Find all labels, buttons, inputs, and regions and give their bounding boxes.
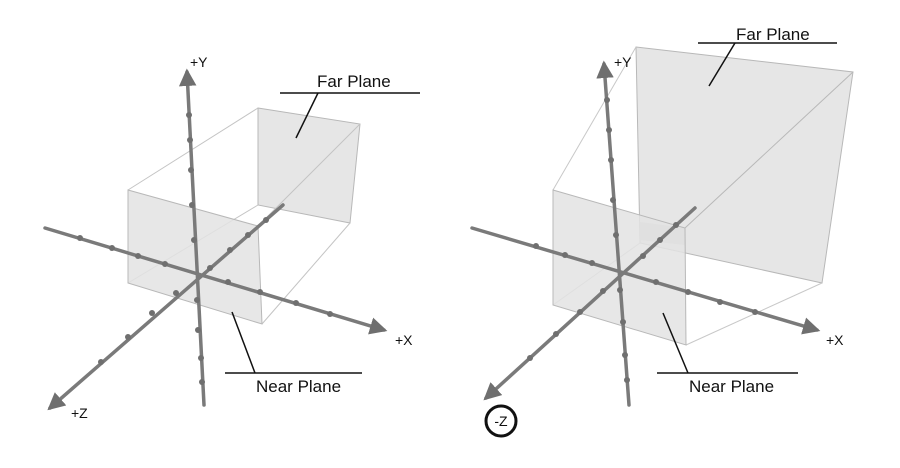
circle-icon [484, 404, 518, 438]
ortho-axis-ticks [77, 112, 333, 385]
ortho-z-axis-label: +Z [71, 405, 88, 421]
ortho-near-leader [231, 311, 256, 374]
persp-z-axis-label: -Z [494, 413, 508, 429]
persp-edge-top-left [552, 46, 637, 191]
ortho-y-axis-label: +Y [190, 54, 208, 70]
persp-y-axis-label: +Y [614, 54, 632, 70]
persp-z-axis-highlight: -Z [484, 404, 518, 438]
persp-x-axis [470, 226, 821, 335]
ortho-far-leader [295, 92, 319, 139]
persp-near-leader [662, 312, 689, 374]
ortho-far-plane [257, 107, 361, 224]
ortho-far-plane-label: Far Plane [317, 72, 391, 91]
persp-axis-ticks [527, 97, 758, 383]
ortho-near-plane-label: Near Plane [256, 377, 341, 396]
persp-near-plane-label: Near Plane [689, 377, 774, 396]
perspective-panel: Far Plane Near Plane +Y +X -Z [470, 25, 854, 438]
orthographic-panel: Far Plane Near Plane +Y +X +Z [43, 54, 420, 421]
ortho-edge-bottom-right [261, 222, 351, 325]
persp-frustum [552, 46, 854, 346]
ortho-z-axis [47, 203, 285, 411]
ortho-edge-top-left [127, 107, 259, 191]
persp-edge-top-right [684, 71, 854, 229]
persp-x-axis-label: +X [826, 332, 844, 348]
ortho-edge-top-right [257, 123, 361, 227]
ortho-frustum-box [127, 107, 361, 325]
persp-far-leader [708, 42, 736, 87]
persp-far-plane-label: Far Plane [736, 25, 810, 44]
ortho-x-axis-label: +X [395, 332, 413, 348]
